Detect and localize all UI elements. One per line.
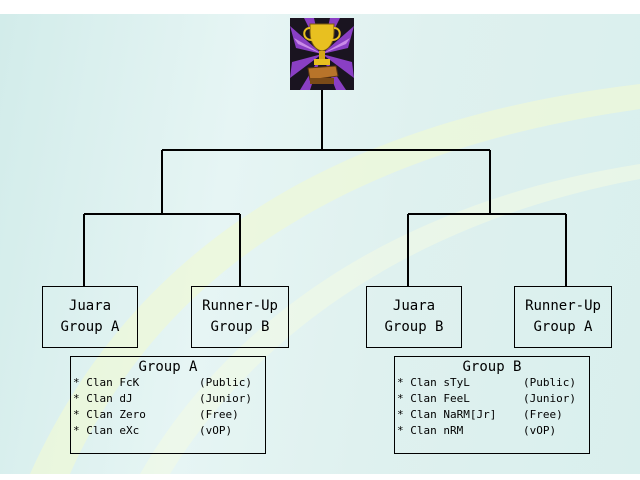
group-a-panel: Group A * Clan FcK(Public) * Clan dJ(Jun…: [70, 356, 266, 454]
list-item: * Clan NaRM[Jr](Free): [397, 408, 563, 421]
node-line-1: Runner-Up: [525, 298, 601, 314]
trophy-icon: [290, 18, 354, 90]
list-item: * Clan dJ(Junior): [73, 392, 252, 405]
decorative-swirl: [30, 84, 640, 474]
list-item: * Clan eXc(vOP): [73, 424, 233, 437]
group-b-title: Group B: [462, 359, 522, 375]
list-item: * Clan FeeL(Junior): [397, 392, 576, 405]
node-line-2: Group B: [210, 319, 270, 335]
group-b-panel: Group B * Clan sTyL(Public) * Clan FeeL(…: [394, 356, 590, 454]
node-runnerup-group-a: Runner-Up Group A: [514, 286, 612, 348]
node-line-1: Juara: [68, 298, 112, 314]
list-item: * Clan sTyL(Public): [397, 376, 576, 389]
node-line-1: Runner-Up: [202, 298, 278, 314]
node-juara-group-b: Juara Group B: [366, 286, 462, 348]
node-line-2: Group A: [60, 319, 120, 335]
list-item: * Clan nRM(vOP): [397, 424, 557, 437]
node-juara-group-a: Juara Group A: [42, 286, 138, 348]
group-a-title: Group A: [138, 359, 198, 375]
node-line-1: Juara: [392, 298, 436, 314]
node-runnerup-group-b: Runner-Up Group B: [191, 286, 289, 348]
node-line-2: Group B: [384, 319, 444, 335]
node-line-2: Group A: [533, 319, 593, 335]
slide-background: [0, 14, 640, 474]
list-item: * Clan Zero(Free): [73, 408, 239, 421]
list-item: * Clan FcK(Public): [73, 376, 252, 389]
